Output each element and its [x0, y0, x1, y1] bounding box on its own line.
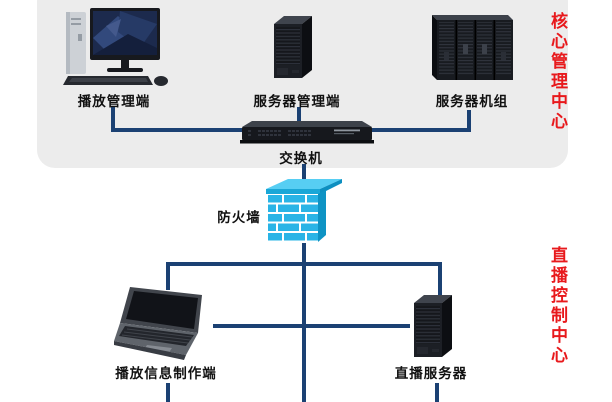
playback-management-label: 播放管理端 [77, 94, 151, 109]
zone-label-live-control-center: 直播控制中心 [548, 246, 567, 366]
server-management-node [266, 12, 318, 84]
playback-production-node [114, 283, 226, 363]
server-cluster-node [427, 12, 519, 84]
connector-drop-to-liveserver [438, 262, 442, 296]
connector-desktop-down [111, 107, 115, 132]
desktop-computer-icon [63, 8, 168, 86]
zone-label-core-management-center: 核心管理中心 [548, 12, 567, 132]
connector-firewall-down [302, 243, 306, 266]
switch-node [236, 118, 378, 146]
connector-cluster-down [467, 110, 471, 132]
firewall-brick-wall-icon [266, 179, 342, 242]
tower-server-icon [274, 16, 312, 78]
switch-label: 交换机 [279, 151, 323, 166]
connector-liveserver-bottom [435, 383, 439, 402]
connector-center-vertical [302, 262, 306, 402]
server-cluster-label: 服务器机组 [435, 94, 509, 109]
firewall-node [258, 174, 348, 246]
laptop-icon [114, 287, 202, 360]
connector-laptop-to-liveserver [213, 324, 410, 328]
firewall-label: 防火墙 [217, 210, 261, 225]
connector-laptop-bottom [166, 383, 170, 402]
playback-management-node [58, 6, 170, 88]
playback-production-label: 播放信息制作端 [115, 366, 217, 381]
live-server-node [406, 291, 458, 363]
connector-desktop-to-switch [111, 128, 245, 132]
network-switch-icon [240, 121, 374, 144]
connector-switch-to-cluster [355, 128, 471, 132]
tower-server-icon [414, 295, 452, 357]
connector-drop-to-laptop [166, 262, 170, 290]
connector-servermgmt-to-switch [297, 107, 301, 126]
server-rack-cluster-icon [432, 15, 513, 80]
live-server-label: 直播服务器 [394, 366, 468, 381]
connector-switch-to-firewall [302, 164, 306, 181]
server-management-label: 服务器管理端 [253, 94, 341, 109]
